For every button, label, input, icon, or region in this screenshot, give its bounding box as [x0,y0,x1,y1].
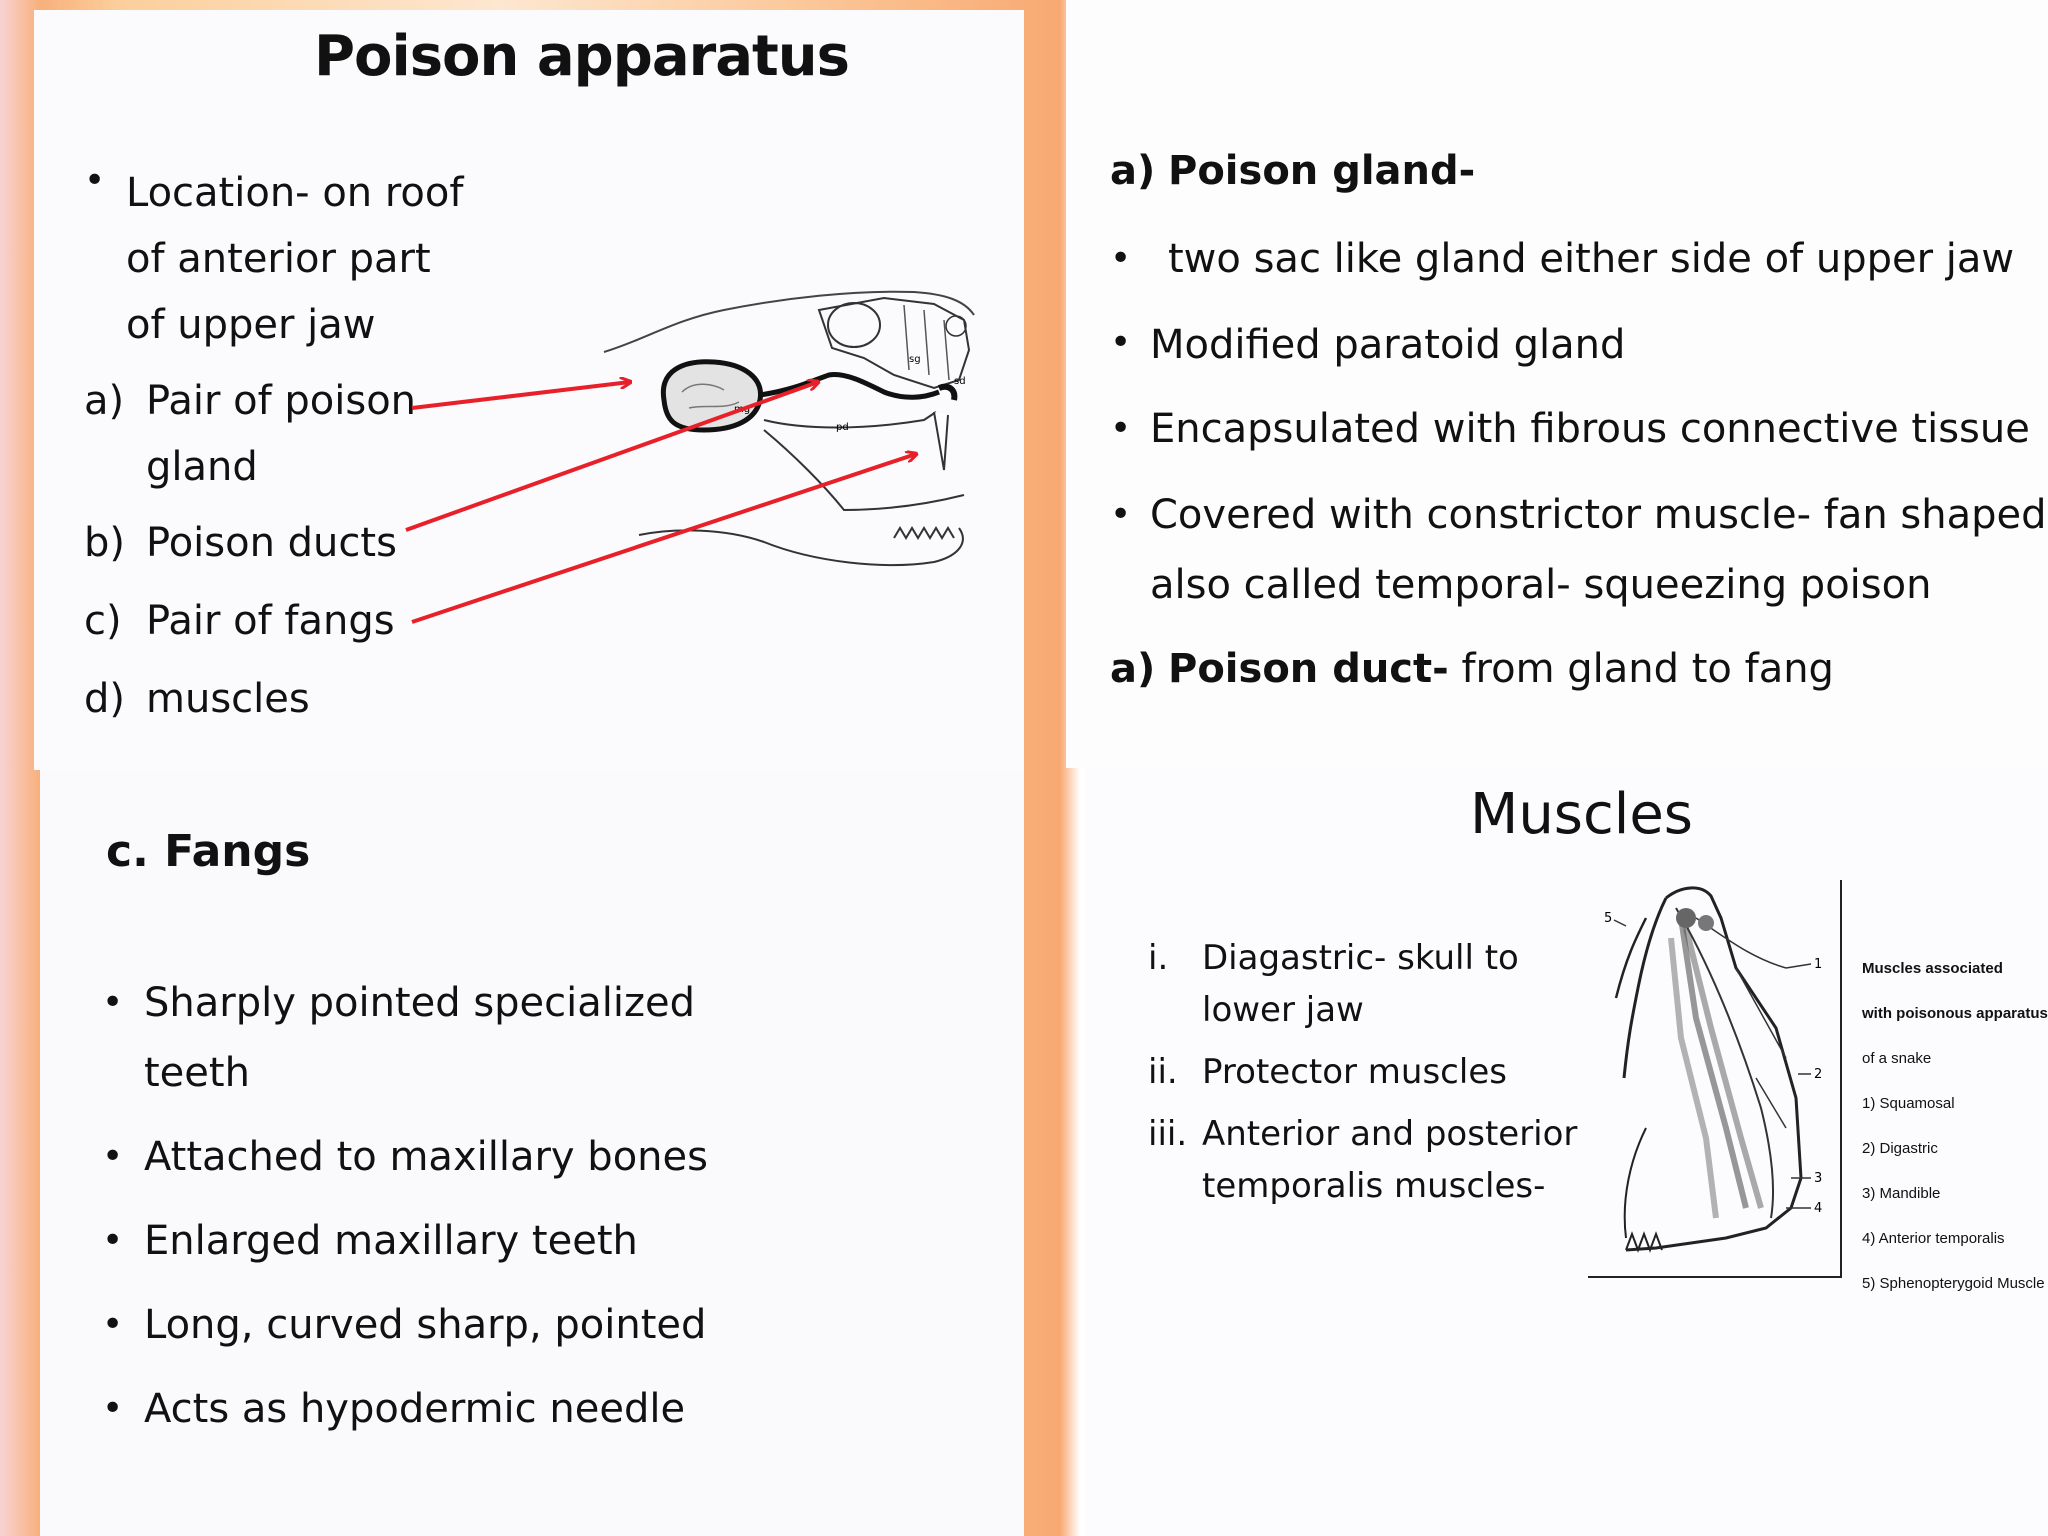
item-marker: d) [84,676,125,722]
section-marker: a) [1110,646,1156,692]
section-heading: Poison duct- [1168,646,1449,692]
bullet-dot: • [1110,322,1132,363]
arrow-poison-duct [405,382,818,532]
legend-line: of a snake [1862,1050,1932,1067]
panel-muscles: Muscles i. Diagastric- skull to lower ja… [1086,768,2048,1536]
bullet-dot: • [102,982,124,1023]
figure-divider [1840,880,1842,1276]
bullet-text: Enlarged maxillary teeth [144,1218,638,1264]
location-line: of anterior part [126,236,431,282]
item-text: muscles [146,676,310,722]
legend-line: with poisonous apparatus [1862,1005,2048,1022]
legend-line: 4) Anterior temporalis [1862,1230,2005,1247]
item-marker: b) [84,520,125,566]
bullet-text: Sharply pointed specialized [144,980,695,1026]
panel-fangs: c. Fangs • Sharply pointed specialized t… [40,770,1024,1536]
item-marker: iii. [1148,1114,1188,1154]
item-text: lower jaw [1202,990,1364,1030]
duct-text: from gland to fang [1448,646,1834,692]
location-line: Location- on roof [126,170,464,216]
location-line: of upper jaw [126,302,376,348]
section-heading: Poison gland- [1168,148,1476,194]
diagram-label-pd: pd [836,422,849,433]
bullet-text: Attached to maxillary bones [144,1134,708,1180]
item-text: Poison ducts [146,520,397,566]
figure-baseline [1588,1276,1842,1278]
item-text: Pair of fangs [146,598,395,644]
figure-number: 2 [1814,1067,1822,1082]
legend-line: 5) Sphenopterygoid Muscle [1862,1275,2045,1292]
figure-number: 4 [1814,1201,1822,1216]
bullet-text: two sac like gland either side of upper … [1168,236,2015,282]
arrow-fangs [411,454,916,624]
legend-line: Muscles associated [1862,960,2003,977]
figure-number: 5 [1604,911,1612,926]
bullet-dot: • [1110,494,1132,535]
bullet-dot: • [102,1388,124,1429]
item-text: Diagastric- skull to [1202,938,1519,978]
bullet-dot: • [102,1220,124,1261]
diagram-label-sg: sg [909,354,921,365]
bullet-dot: • [102,1136,124,1177]
duct-line: Poison duct- from gland to fang [1168,646,1834,692]
bullet-text: Covered with constrictor muscle- fan sha… [1150,492,2048,538]
snake-muscle-figure: 5 1 2 3 4 [1604,886,1822,1253]
bullet-dot: • [1110,238,1132,279]
item-text: Protector muscles [1202,1052,1507,1092]
bullet-text: Modified paratoid gland [1150,322,1626,368]
section-marker: a) [1110,148,1156,194]
bullet-text: Encapsulated with fibrous connective tis… [1150,406,2030,452]
item-text: gland [146,444,258,490]
slide-title: Poison apparatus [314,24,850,89]
legend-line: 2) Digastric [1862,1140,1938,1157]
section-heading: c. Fangs [106,826,311,877]
panel-poison-gland: a) Poison gland- • two sac like gland ei… [1066,0,2048,768]
figure-number: 1 [1814,957,1822,972]
panel-poison-apparatus: Poison apparatus • Location- on roof of … [34,10,1024,770]
bullet-dot: • [102,1304,124,1345]
pointer-arrows [405,10,1024,624]
diagram-label-sd: sd [954,376,966,387]
item-marker: c) [84,598,122,644]
item-marker: ii. [1148,1052,1178,1092]
arrow-poison-gland [411,382,630,410]
bullet-text: teeth [144,1050,250,1096]
bullet-dot: • [84,160,106,201]
item-text: Pair of poison [146,378,417,424]
item-marker: a) [84,378,125,424]
bullet-dot: • [1110,408,1132,449]
snake-head-diagram: mg pd sg sd [603,290,975,567]
legend-line: 1) Squamosal [1862,1095,1955,1112]
bullet-text: Acts as hypodermic needle [144,1386,686,1432]
bullet-text: Long, curved sharp, pointed [144,1302,707,1348]
bullet-text: also called temporal- squeezing poison [1150,562,1932,608]
slide-title: Muscles [1470,782,1693,847]
item-text: Anterior and posterior [1202,1114,1578,1154]
item-text: temporalis muscles- [1202,1166,1546,1206]
legend-line: 3) Mandible [1862,1185,1941,1202]
figure-number: 3 [1814,1171,1822,1186]
item-marker: i. [1148,938,1169,978]
